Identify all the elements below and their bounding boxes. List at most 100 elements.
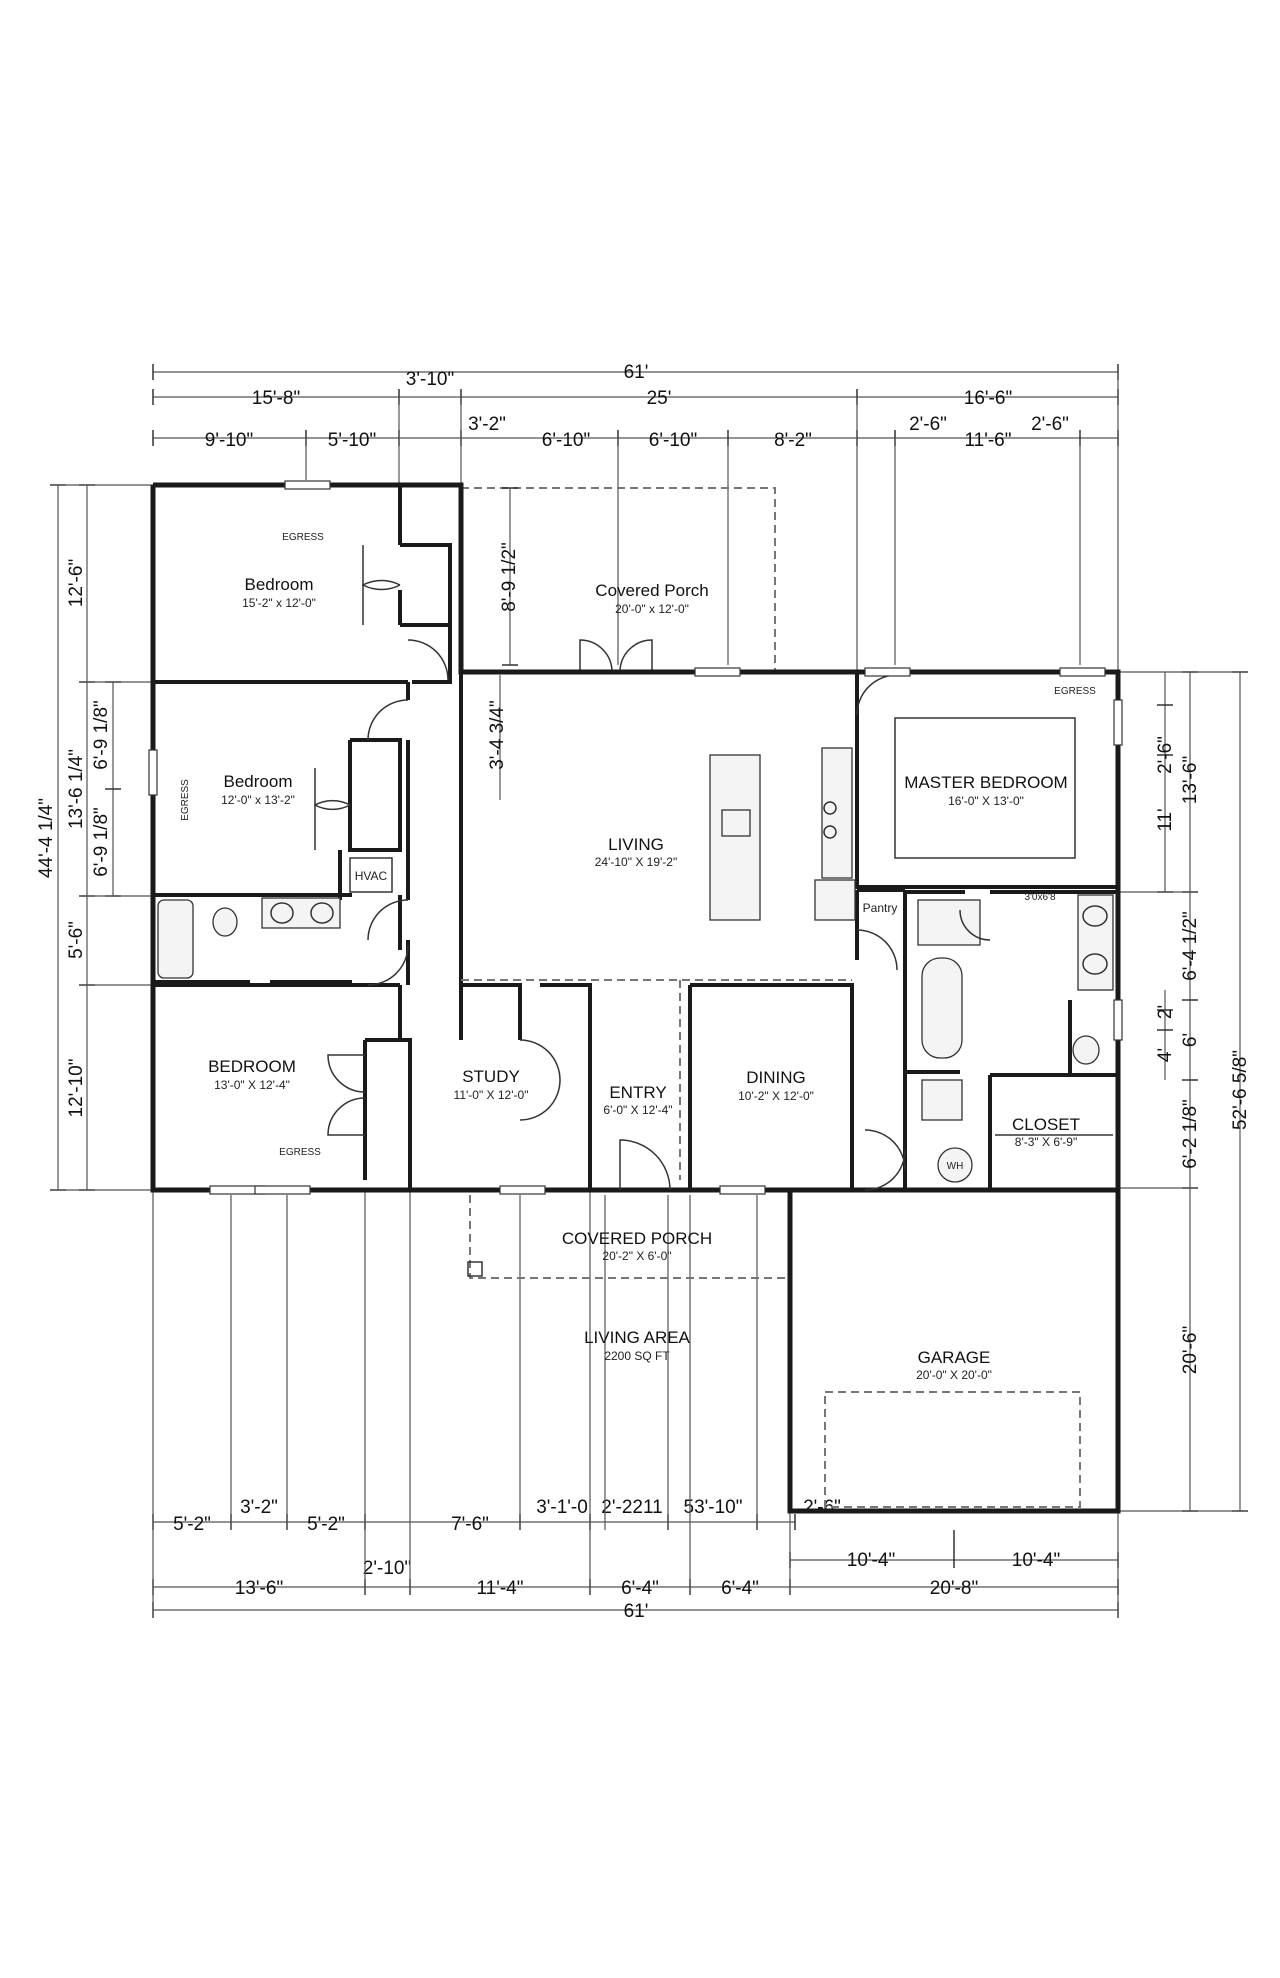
garage-name: GARAGE: [918, 1348, 991, 1367]
bedroom3-size: 13'-0" X 12'-4": [214, 1078, 290, 1092]
dim-top-5-10: 5'-10": [328, 430, 376, 451]
dim-bot-10-4-b: 10'-4": [1012, 1550, 1060, 1571]
water-heater: [937, 1147, 973, 1183]
dim-right-20-6: 20'-6": [1180, 1326, 1201, 1374]
bedroom2-egress: EGRESS: [180, 779, 191, 821]
garage-size: 20'-0" X 20'-0": [916, 1368, 992, 1382]
front-porch-name: COVERED PORCH: [562, 1229, 712, 1248]
hvac-label: HVAC: [355, 869, 388, 883]
front-porch: [467, 1195, 790, 1279]
master-tub: [921, 957, 963, 1059]
dim-right-2-6: 2'-6": [1155, 736, 1176, 774]
bathtub: [157, 899, 194, 979]
dim-top-2-6-b: 2'-6": [1031, 414, 1069, 435]
dim-bot-11-4: 11'-4": [477, 1578, 524, 1599]
front-porch-size: 20'-2" X 6'-0": [602, 1249, 671, 1263]
top-dimensions: 61' 15'-8" 3'-10" 25' 16'-6" 9'-10" 5'-1…: [152, 362, 1119, 680]
kitchen-island: [709, 754, 761, 921]
left-dimensions: 44'-4 1/4" 12'-6" 13'-6 1/4" 5'-6" 12'-1…: [36, 484, 153, 1191]
dim-bot-2-10: 2'-10": [363, 1558, 411, 1579]
dim-top-3-10: 3'-10": [406, 369, 454, 390]
living-area-label: LIVING AREA: [584, 1328, 690, 1347]
dining-size: 10'-2" X 12'-0": [738, 1089, 814, 1103]
shower: [917, 899, 981, 946]
exterior-walls: [150, 482, 1121, 1514]
dim-bot-10-4-a: 10'-4": [847, 1550, 895, 1571]
entry-size: 6'-0" X 12'-4": [603, 1103, 672, 1117]
doors: [314, 545, 991, 1191]
dim-left-6-9-a: 6'-9 1/8": [91, 700, 112, 770]
master-egress: EGRESS: [1054, 686, 1096, 697]
dim-left-overall: 44'-4 1/4": [36, 798, 57, 878]
dim-top-11-6: 11'-6": [965, 430, 1012, 451]
right-dimensions: 52'-6 5/8" 13'-6" 6'-4 1/2" 6' 6'-2 1/8"…: [1118, 671, 1251, 1512]
dim-bot-2-2211: 2'-2211: [601, 1497, 662, 1518]
master-toilet: [1072, 1035, 1100, 1065]
fixtures: WH: [157, 717, 1114, 1183]
dim-left-5-6: 5'-6": [66, 921, 87, 959]
dim-bot-3-2: 3'-2": [240, 1497, 278, 1518]
dim-right-11: 11': [1155, 808, 1176, 831]
bedroom2-size: 12'-0" x 13'-2": [221, 793, 295, 807]
dim-right-6: 6': [1180, 1033, 1201, 1047]
dim-left-12-6: 12'-6": [66, 559, 87, 607]
dim-bot-20-8: 20'-8": [930, 1578, 978, 1599]
washer: [921, 1079, 963, 1121]
fridge: [814, 879, 856, 921]
dim-bot-overall: 61': [624, 1601, 649, 1622]
toilet: [212, 907, 238, 937]
dim-top-2-6-a: 2'-6": [909, 414, 947, 435]
dim-right-2: 2': [1155, 1005, 1176, 1019]
dim-top-25: 25': [647, 388, 672, 409]
living-name: LIVING: [608, 835, 664, 854]
living-area-sqft: 2200 SQ FT: [604, 1349, 670, 1363]
dim-top-3-2: 3'-2": [468, 414, 506, 435]
dim-top-6-10-b: 6'-10": [649, 430, 697, 451]
study-name: STUDY: [462, 1067, 520, 1086]
dim-bot-5-2-a: 5'-2": [173, 1514, 211, 1535]
master-bedroom-name: MASTER BEDROOM: [904, 773, 1067, 792]
dim-left-13-6: 13'-6 1/4": [66, 749, 87, 829]
pantry-label: Pantry: [863, 901, 898, 915]
dim-right-6-4: 6'-4 1/2": [1180, 911, 1201, 981]
bedroom1-size: 15'-2" x 12'-0": [242, 596, 316, 610]
windows: [148, 480, 1123, 1195]
dim-top-16-6: 16'-6": [964, 388, 1012, 409]
dim-bot-5-2-b: 5'-2": [307, 1514, 345, 1535]
rear-porch-size: 20'-0" x 12'-0": [615, 602, 689, 616]
study-size: 11'-0" X 12'-0": [454, 1088, 529, 1102]
door-size-label: 3'0x6'8: [1024, 892, 1056, 903]
closet-size: 8'-3" X 6'-9": [1015, 1135, 1077, 1149]
rear-porch: 8'-9 1/2" 3'-4 3/4": [461, 487, 776, 800]
dim-porch-depth: 8'-9 1/2": [499, 542, 520, 612]
kitchen-sink: [721, 809, 751, 837]
entry-name: ENTRY: [609, 1083, 666, 1102]
dim-bot-6-4-a: 6'-4": [621, 1578, 659, 1599]
dim-bot-3-1-0: 3'-1'-0: [536, 1497, 588, 1518]
dim-top-15-8: 15'-8": [252, 388, 300, 409]
dim-top-overall: 61': [624, 362, 649, 383]
dim-right-4: 4': [1155, 1048, 1176, 1062]
master-bedroom-size: 16'-0" X 13'-0": [948, 794, 1024, 808]
dim-bot-13-6: 13'-6": [235, 1578, 283, 1599]
bedroom1-name: Bedroom: [245, 575, 314, 594]
dim-right-overall: 52'-6 5/8": [1230, 1050, 1251, 1130]
bedroom3-egress: EGRESS: [279, 1147, 321, 1158]
dim-top-9-10: 9'-10": [205, 430, 253, 451]
dim-right-13-6: 13'-6": [1180, 756, 1201, 804]
dim-bot-6-4-b: 6'-4": [721, 1578, 759, 1599]
master-vanity: [1077, 894, 1114, 991]
dim-bot-7-6: 7'-6": [451, 1514, 489, 1535]
interior-walls: [153, 485, 1118, 1190]
garage-door: [824, 1391, 1081, 1508]
wh-label: WH: [947, 1161, 964, 1172]
dim-living-offset: 3'-4 3/4": [487, 700, 508, 770]
dim-left-6-9-b: 6'-9 1/8": [91, 807, 112, 877]
closet-name: CLOSET: [1012, 1115, 1080, 1134]
rear-porch-name: Covered Porch: [595, 581, 708, 600]
bedroom1-egress: EGRESS: [282, 532, 324, 543]
dim-bot-53-10: 53'-10": [684, 1497, 743, 1518]
dim-left-12-10: 12'-10": [66, 1059, 87, 1118]
dim-right-6-2: 6'-2 1/8": [1180, 1099, 1201, 1169]
dim-top-6-10-a: 6'-10": [542, 430, 590, 451]
